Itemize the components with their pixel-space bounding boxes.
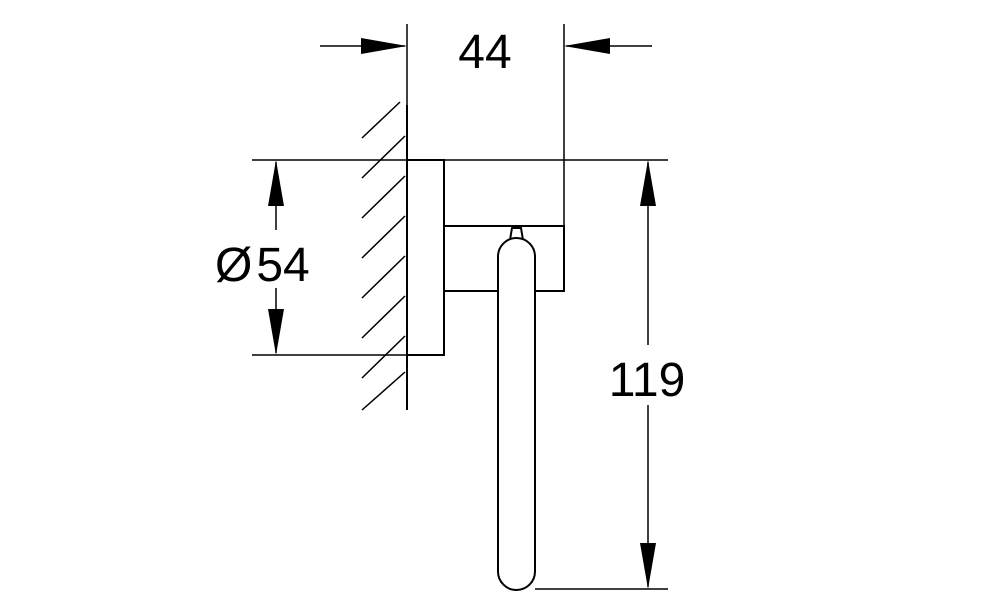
dimension-diameter-arrows [268,160,284,355]
diameter-value: 54 [256,239,309,292]
dimension-depth-label: 44 [458,26,511,79]
dimension-height-label: 119 [609,354,686,407]
dimension-height-arrows [640,160,656,589]
bar-connector [509,227,524,241]
holder-bar [497,237,536,591]
wall-rosette [406,159,445,356]
diameter-symbol: Ø [215,239,252,292]
dimension-44-arrows [320,38,652,54]
dimension-diameter-label: Ø54 [215,239,310,292]
wall-hatching [361,101,406,411]
